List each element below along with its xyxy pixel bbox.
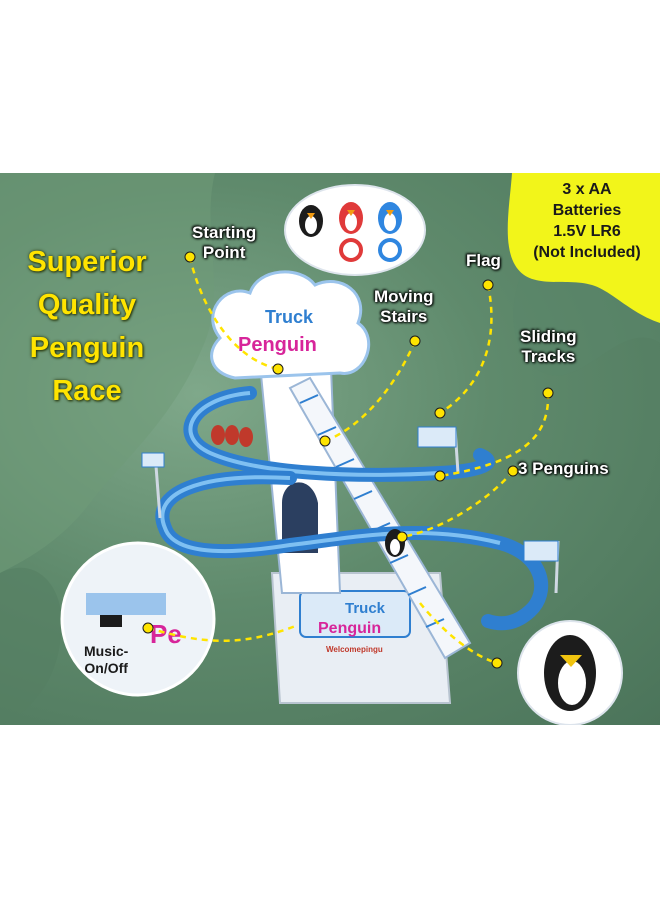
callout-moving-stairs: Moving Stairs <box>374 287 434 327</box>
base-sign-line2: Penguin <box>318 620 381 637</box>
penguin-red-icon <box>339 202 363 262</box>
product-scene: Superior Quality Penguin Race 3 x AA Bat… <box>0 173 660 725</box>
top-flag <box>417 426 457 448</box>
battery-badge <box>507 173 660 323</box>
battery-note: 3 x AA Batteries 1.5V LR6 (Not Included) <box>533 181 641 262</box>
music-switch-inset <box>60 541 216 697</box>
svg-text:Pe: Pe <box>150 619 182 649</box>
right-flag <box>523 540 559 562</box>
callout-lines <box>147 256 550 665</box>
top-sign <box>210 270 371 380</box>
left-flag <box>141 452 165 468</box>
toy-illustration: Truck Penguin Welcomepingu Truck Penguin <box>60 184 623 725</box>
callout-sliding-tracks: Sliding Tracks <box>520 327 577 367</box>
callout-music-switch: Music- On/Off <box>84 643 129 676</box>
background-shapes <box>0 173 660 725</box>
callout-dots <box>142 251 554 669</box>
headline: Superior Quality Penguin Race <box>27 246 147 407</box>
top-sign-line1: Truck <box>265 307 314 327</box>
penguin-black-icon <box>299 205 323 237</box>
base-strip-text: Welcomepingu <box>326 645 383 654</box>
callout-starting-point: Starting Point <box>192 223 257 263</box>
top-sign-line2: Penguin <box>238 334 317 356</box>
base-sign <box>299 590 411 638</box>
music-switch-icon <box>100 615 122 627</box>
base-sign-line1: Truck <box>345 600 386 617</box>
tower-tunnel <box>282 482 318 553</box>
penguin-blue-icon <box>378 202 402 262</box>
callout-flag: Flag <box>466 251 501 270</box>
callout-three-penguins: 3 Penguins <box>518 459 609 478</box>
